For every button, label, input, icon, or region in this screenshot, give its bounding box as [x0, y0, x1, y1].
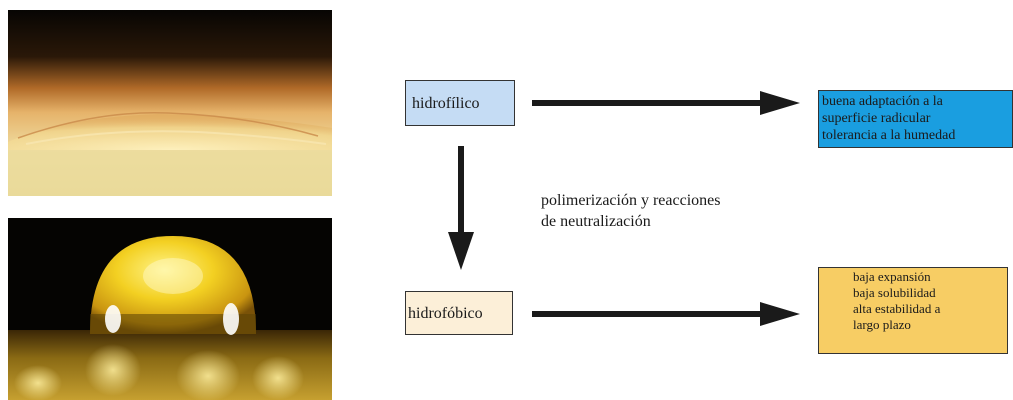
right-arrow-icon: [532, 302, 800, 326]
hydrophobic-droplet-photo: [8, 218, 332, 400]
process-label-line: de neutralización: [541, 213, 651, 230]
hydrophilic-droplet-photo: [8, 10, 332, 196]
hydrophilic-property: tolerancia a la humedad: [822, 128, 956, 143]
hydrophilic-property: buena adaptación a la: [822, 94, 943, 109]
hydrophilic-properties-box: buena adaptación a la superficie radicul…: [818, 90, 1013, 148]
hydrophilic-property: superficie radicular: [822, 111, 931, 126]
hydrophobic-property: baja solubilidad: [853, 285, 936, 300]
right-arrow-icon: [532, 91, 800, 115]
down-arrow-icon: [448, 146, 474, 270]
hydrophobic-properties-box: baja expansión baja solubilidad alta est…: [818, 267, 1008, 354]
hydrophobic-box: hidrofóbico: [405, 291, 513, 335]
hydrophobic-property: baja expansión: [853, 269, 931, 284]
hydrophobic-label: hidrofóbico: [408, 305, 483, 322]
process-label: polimerización y reacciones de neutraliz…: [541, 190, 720, 232]
hydrophobic-property: largo plazo: [853, 317, 911, 332]
hydrophilic-box: hidrofílico: [405, 80, 515, 126]
hydrophobic-property: alta estabilidad a: [853, 301, 941, 316]
hydrophilic-label: hidrofílico: [412, 95, 480, 112]
process-label-line: polimerización y reacciones: [541, 192, 721, 209]
